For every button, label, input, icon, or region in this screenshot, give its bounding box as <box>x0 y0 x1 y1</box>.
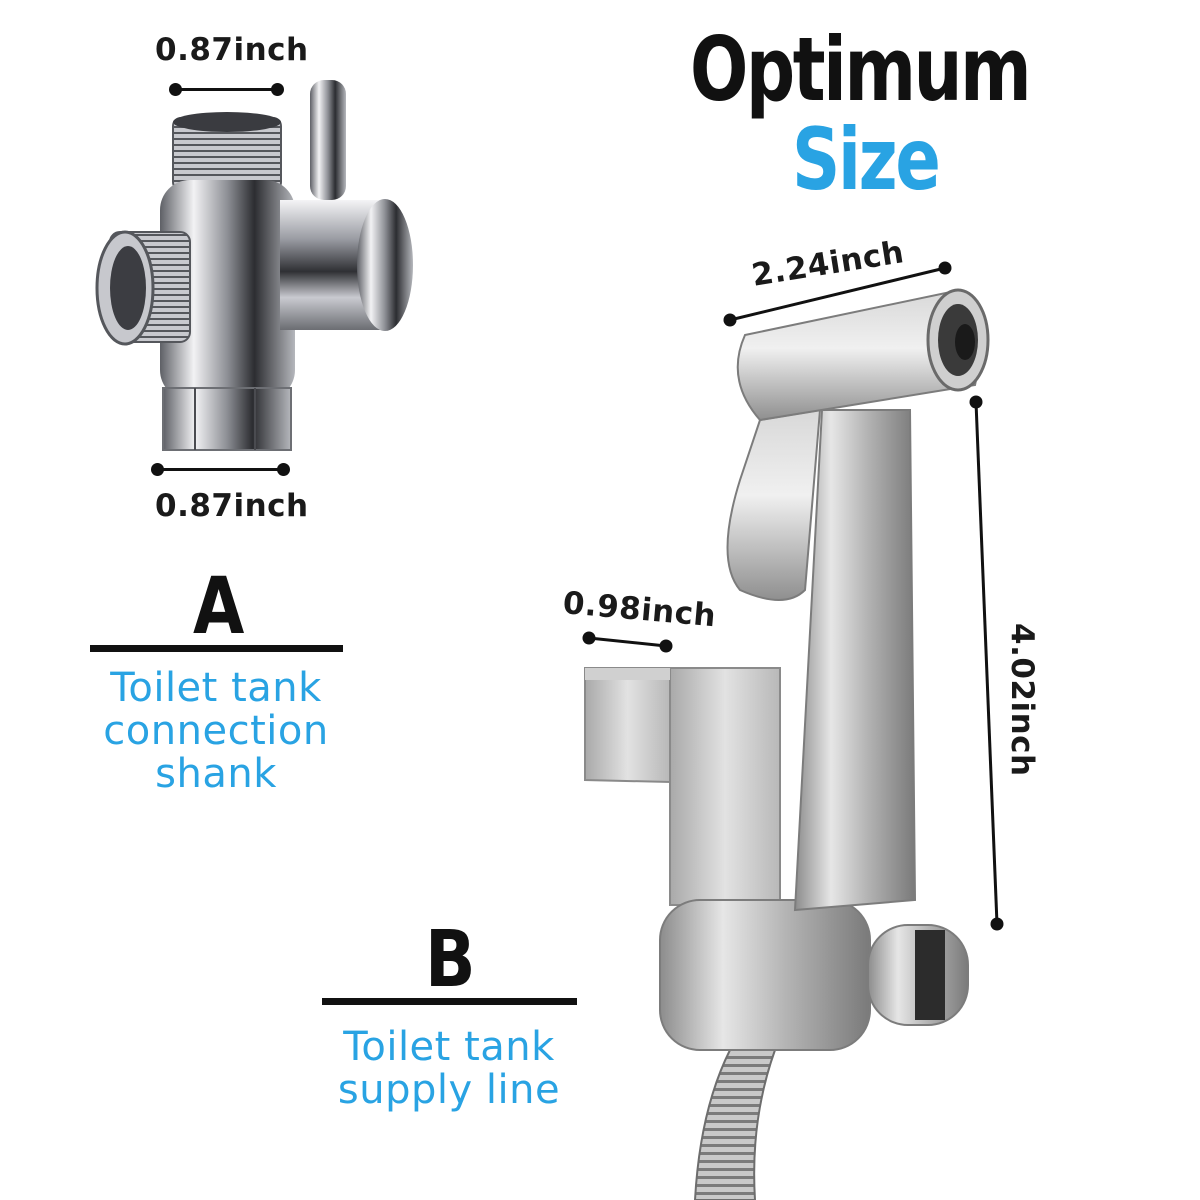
divider-a <box>90 645 343 652</box>
divider-b <box>322 998 577 1005</box>
t-valve-adapter-icon <box>95 80 413 451</box>
part-a-description: Toilet tank connection shank <box>80 667 352 796</box>
dim-label-b-height: 4.02inch <box>1004 623 1040 777</box>
dimension-lines <box>582 261 1004 931</box>
dim-line-a-top <box>176 88 278 91</box>
wall-holder-icon <box>584 667 781 906</box>
title-optimum: Optimum <box>690 18 1032 121</box>
part-a-desc-line-1: Toilet tank <box>110 665 322 711</box>
part-a-desc-line-3: shank <box>155 751 277 797</box>
dim-endpoint <box>271 83 284 96</box>
dim-endpoint <box>169 83 182 96</box>
part-b-desc-line-1: Toilet tank <box>343 1024 555 1070</box>
dim-label-a-top: 0.87inch <box>155 32 309 68</box>
dim-line-a-bottom <box>158 468 284 471</box>
part-a-desc-line-2: connection <box>103 708 329 754</box>
part-letter-a: A <box>193 562 245 652</box>
dim-endpoint <box>277 463 290 476</box>
dim-endpoint <box>151 463 164 476</box>
part-b-description: Toilet tank supply line <box>318 1026 580 1112</box>
hose-icon <box>693 1049 777 1200</box>
part-letter-b: B <box>425 915 476 1005</box>
title-size: Size <box>792 110 941 210</box>
part-b-desc-line-2: supply line <box>337 1067 561 1113</box>
dim-label-a-bottom: 0.87inch <box>155 488 309 524</box>
bidet-sprayer-icon <box>659 288 990 1051</box>
